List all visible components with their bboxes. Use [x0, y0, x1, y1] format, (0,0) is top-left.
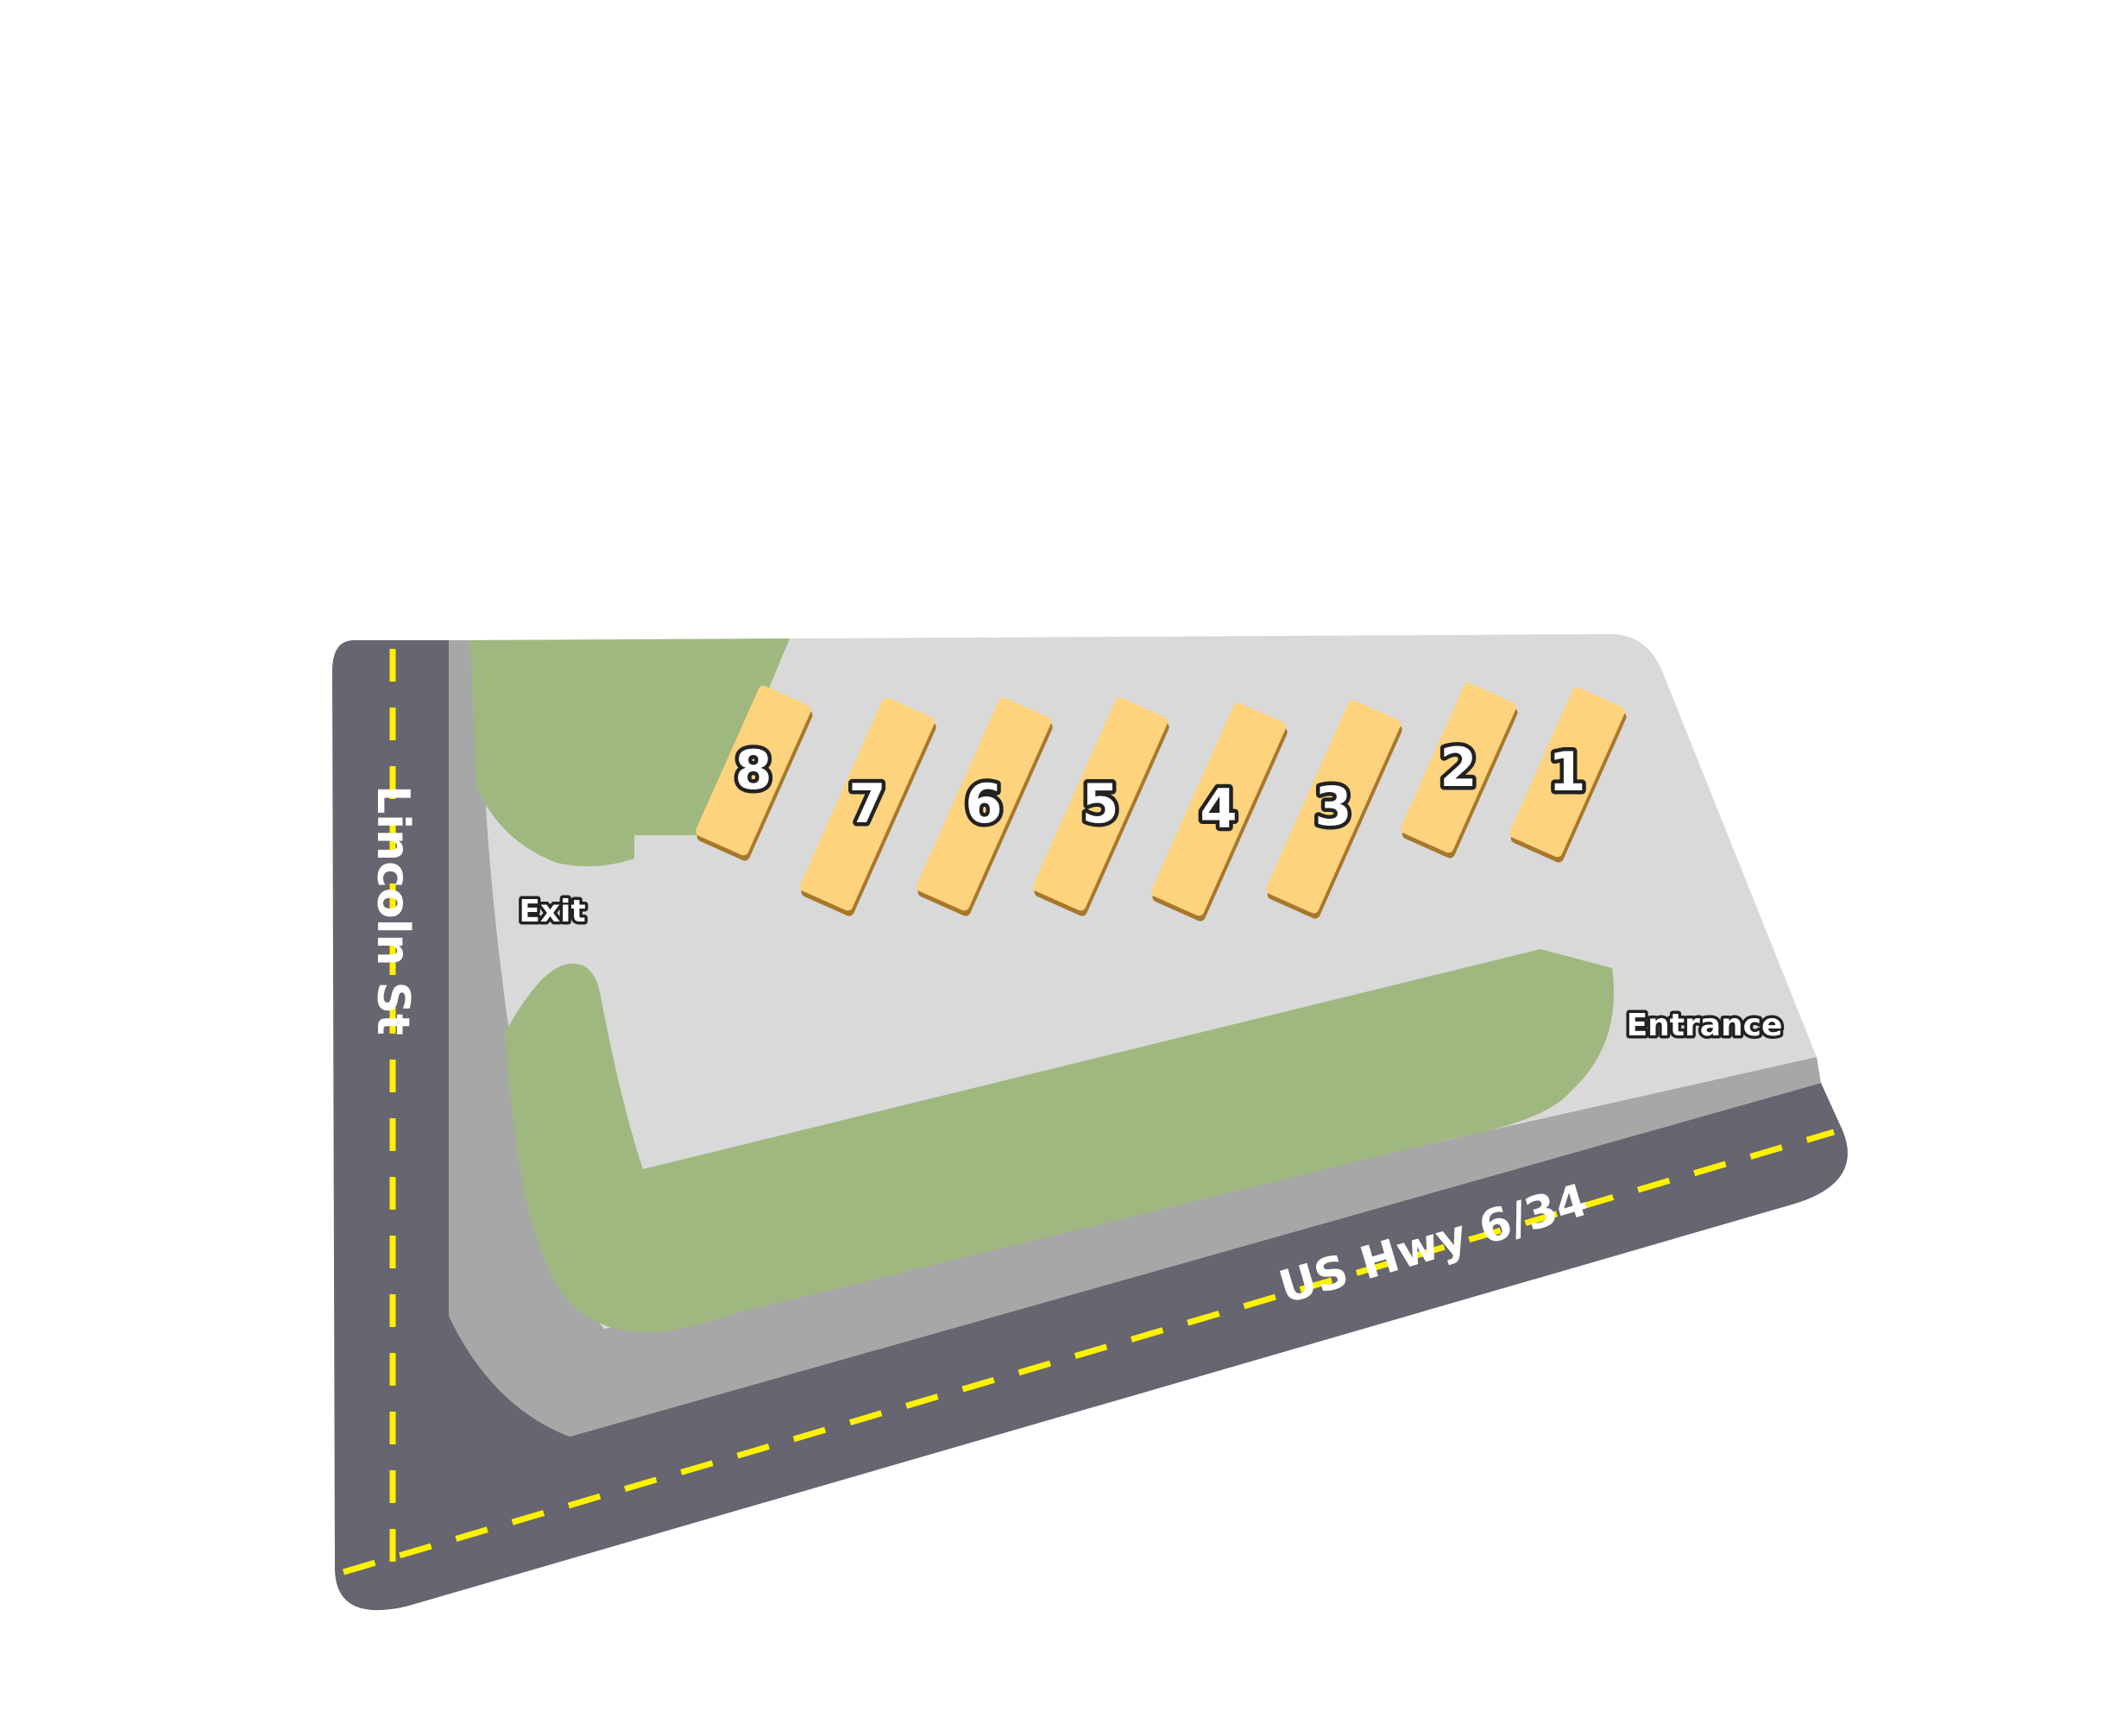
- road-asphalt: [332, 640, 1848, 1611]
- parking-stall-number: 5: [1081, 772, 1118, 835]
- parking-stall-body: [1150, 702, 1287, 916]
- parking-stalls: 1 2 3 4 5 6 7 8: [696, 682, 1627, 921]
- grass-strip-south: [505, 949, 1614, 1333]
- parking-stall-body: [799, 697, 936, 911]
- lincoln-st-label: Lincoln St: [367, 785, 419, 1035]
- parking-stall-2: 2: [1401, 682, 1518, 859]
- parking-stall-number: 2: [1439, 736, 1477, 799]
- parking-stall-body: [1401, 682, 1516, 853]
- parking-stall-number: 4: [1200, 777, 1237, 840]
- entrance-label: Entrance: [1627, 1008, 1783, 1043]
- parking-stall-6: 6: [916, 697, 1053, 916]
- parking-stall-number: 1: [1548, 740, 1585, 803]
- parking-stall-number: 6: [965, 772, 1002, 835]
- parking-stall-number: 7: [848, 772, 885, 835]
- parking-stall-body: [696, 685, 811, 856]
- parking-stall-4: 4: [1150, 702, 1288, 921]
- parking-stall-5: 5: [1032, 697, 1169, 916]
- parking-stall-1: 1: [1509, 687, 1627, 863]
- us-hwy-centerline: [343, 1129, 1835, 1576]
- parking-stall-3: 3: [1265, 700, 1402, 919]
- parking-stall-number: 3: [1314, 775, 1351, 838]
- sidewalk: [449, 640, 1821, 1437]
- parking-stall-body: [916, 697, 1052, 911]
- parking-stall-body: [1509, 687, 1625, 858]
- parking-stall-body: [1032, 697, 1169, 911]
- parking-stall-body: [1265, 700, 1402, 914]
- parking-stall-number: 8: [734, 739, 772, 802]
- exit-label: Exit: [519, 894, 585, 929]
- parking-stall-8: 8: [696, 685, 813, 861]
- parking-stall-7: 7: [799, 697, 936, 916]
